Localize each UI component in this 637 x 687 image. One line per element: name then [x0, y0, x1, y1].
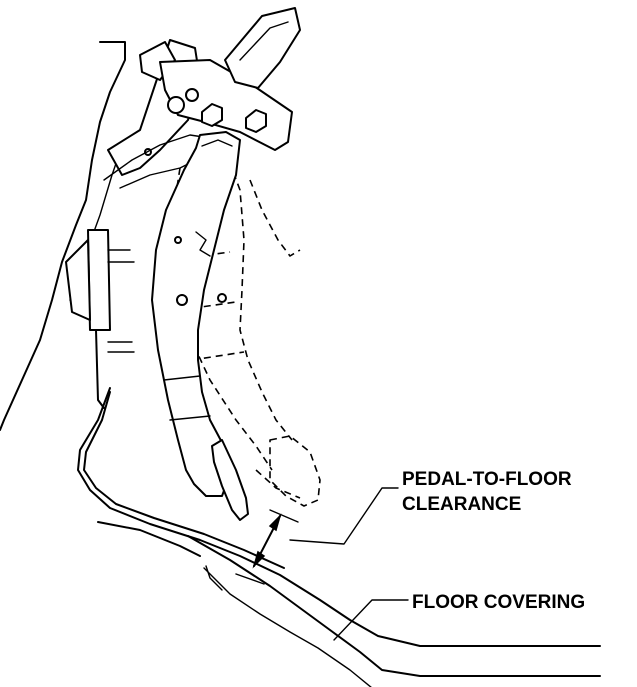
- floor-covering-leader-line: [333, 599, 409, 641]
- brake-pedal-arm: [151, 131, 241, 497]
- floor-covering-label: FLOOR COVERING: [412, 592, 585, 613]
- floor-covering: [187, 535, 601, 687]
- clearance-leader-line: [289, 487, 399, 545]
- pedal-to-floor-label-line2: CLEARANCE: [402, 494, 521, 515]
- support-strip: [65, 134, 211, 409]
- mounting-bracket: [107, 7, 301, 176]
- pedal-pad: [211, 439, 249, 521]
- floor-panel: [77, 387, 601, 647]
- clearance-arrow: [235, 509, 299, 585]
- pedal-to-floor-label-line1: PEDAL-TO-FLOOR: [402, 469, 572, 490]
